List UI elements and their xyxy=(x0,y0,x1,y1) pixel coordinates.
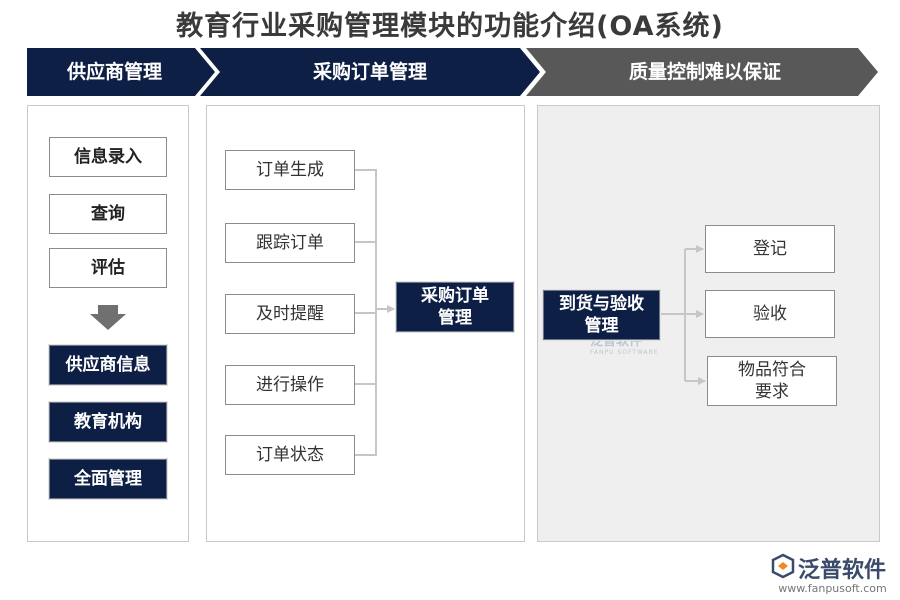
banner-shape-supplier xyxy=(27,48,215,96)
supplier-result-info: 供应商信息 xyxy=(49,345,167,385)
page-title: 教育行业采购管理模块的功能介绍(OA系统) xyxy=(176,11,724,42)
logo-url: www.fanpusoft.com xyxy=(778,582,887,595)
banner-chevrons xyxy=(27,48,878,96)
supplier-item-entry: 信息录入 xyxy=(49,137,167,177)
banner-order: 采购订单管理 xyxy=(312,61,427,83)
quality-hub: 到货与验收 管理 xyxy=(543,290,660,340)
logo-name: 泛普软件 xyxy=(798,558,887,583)
supplier-item-query: 查询 xyxy=(49,194,167,234)
order-item-track: 跟踪订单 xyxy=(225,223,355,263)
banner-supplier: 供应商管理 xyxy=(66,61,162,83)
order-item-status: 订单状态 xyxy=(225,435,355,475)
supplier-item-evaluate: 评估 xyxy=(49,248,167,288)
order-item-remind: 及时提醒 xyxy=(225,294,355,334)
banner-shape-order xyxy=(200,48,540,96)
quality-item-register: 登记 xyxy=(705,225,835,273)
watermark-sub: FANPU SOFTWARE xyxy=(590,349,659,356)
order-hub: 采购订单 管理 xyxy=(396,282,514,332)
supplier-result-institution: 教育机构 xyxy=(49,402,167,442)
quality-item-accept: 验收 xyxy=(705,290,835,338)
order-item-generate: 订单生成 xyxy=(225,150,355,190)
brand-logo: 泛普软件 www.fanpusoft.com xyxy=(770,552,895,597)
quality-item-conform: 物品符合 要求 xyxy=(707,356,837,406)
banner-quality: 质量控制难以保证 xyxy=(628,61,781,83)
banner-shape-quality xyxy=(526,48,878,96)
supplier-result-management: 全面管理 xyxy=(49,459,167,499)
order-item-operate: 进行操作 xyxy=(225,365,355,405)
logo-icon xyxy=(771,553,795,579)
